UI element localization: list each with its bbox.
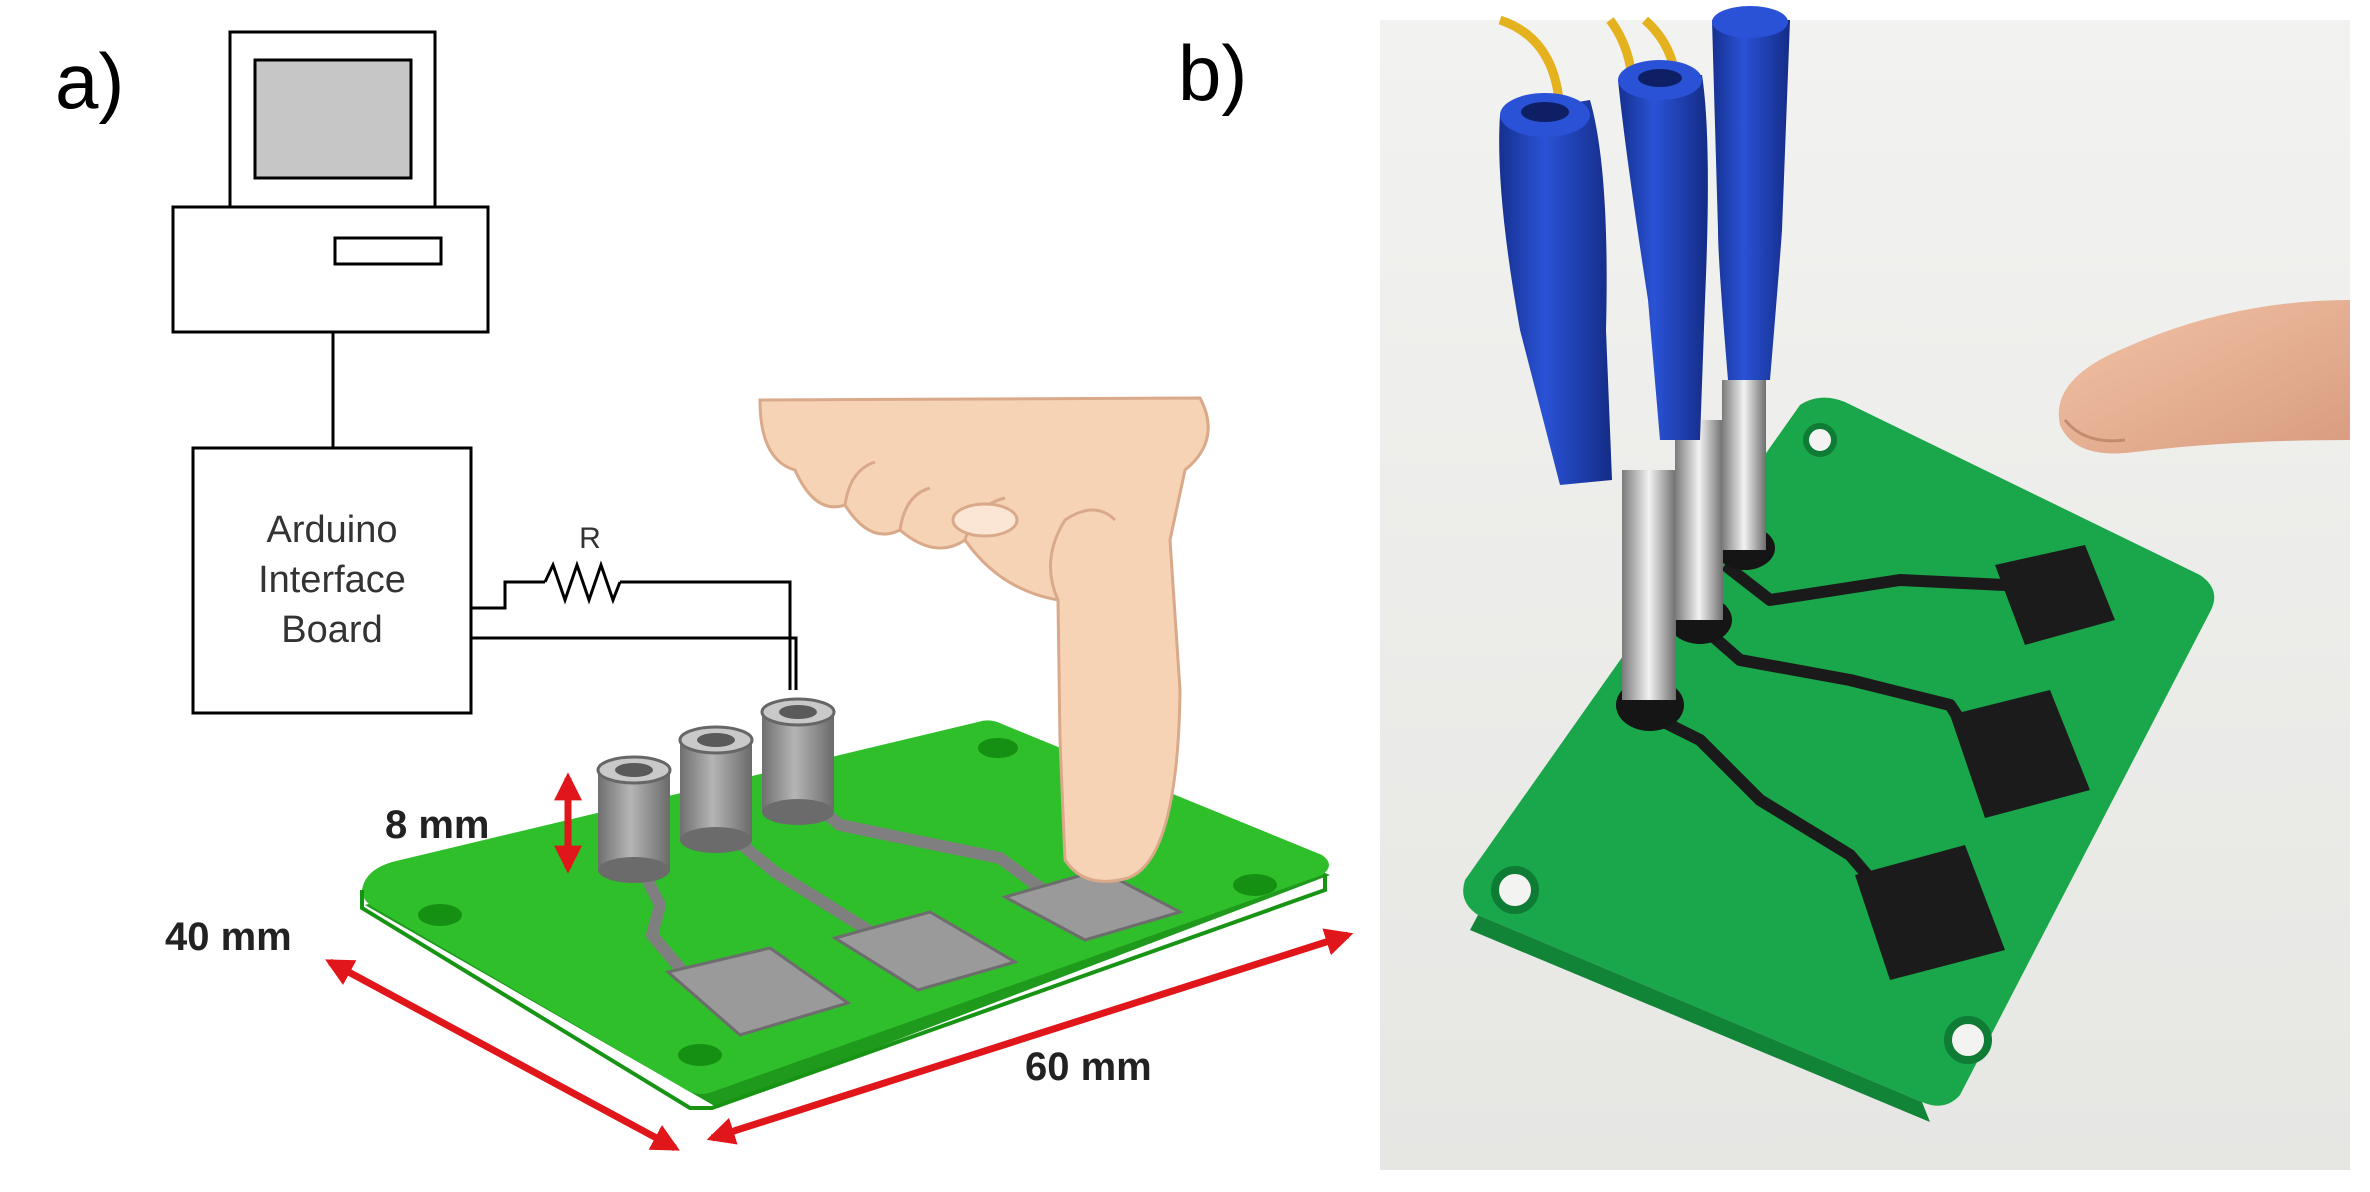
width-arrow: [325, 958, 680, 1152]
connector-cylinders: [596, 697, 836, 883]
photo-pins: [1622, 380, 1766, 700]
circuit-wires: [471, 560, 798, 690]
height-dimension-label: 8 mm: [385, 803, 490, 847]
finger-illustration: [758, 396, 1210, 883]
interface-board-box: [191, 446, 473, 715]
width-dimension-label: 40 mm: [165, 915, 292, 959]
length-arrow: [706, 928, 1354, 1145]
panel-b-label: b): [1178, 29, 1247, 117]
resistor-label: R: [579, 522, 601, 555]
panel-a-label: a): [55, 37, 124, 125]
photo-finger: [2058, 300, 2350, 454]
photo-panel: [1380, 6, 2350, 1170]
computer-icon: [171, 30, 490, 334]
interface-board-line-2: Interface: [258, 559, 406, 601]
length-dimension-label: 60 mm: [1025, 1045, 1152, 1089]
photo-pads: [1855, 545, 2115, 980]
interface-board-line-1: Arduino: [267, 509, 398, 551]
interface-board-line-3: Board: [281, 609, 382, 651]
photo-blue-connectors: [1499, 6, 1790, 485]
